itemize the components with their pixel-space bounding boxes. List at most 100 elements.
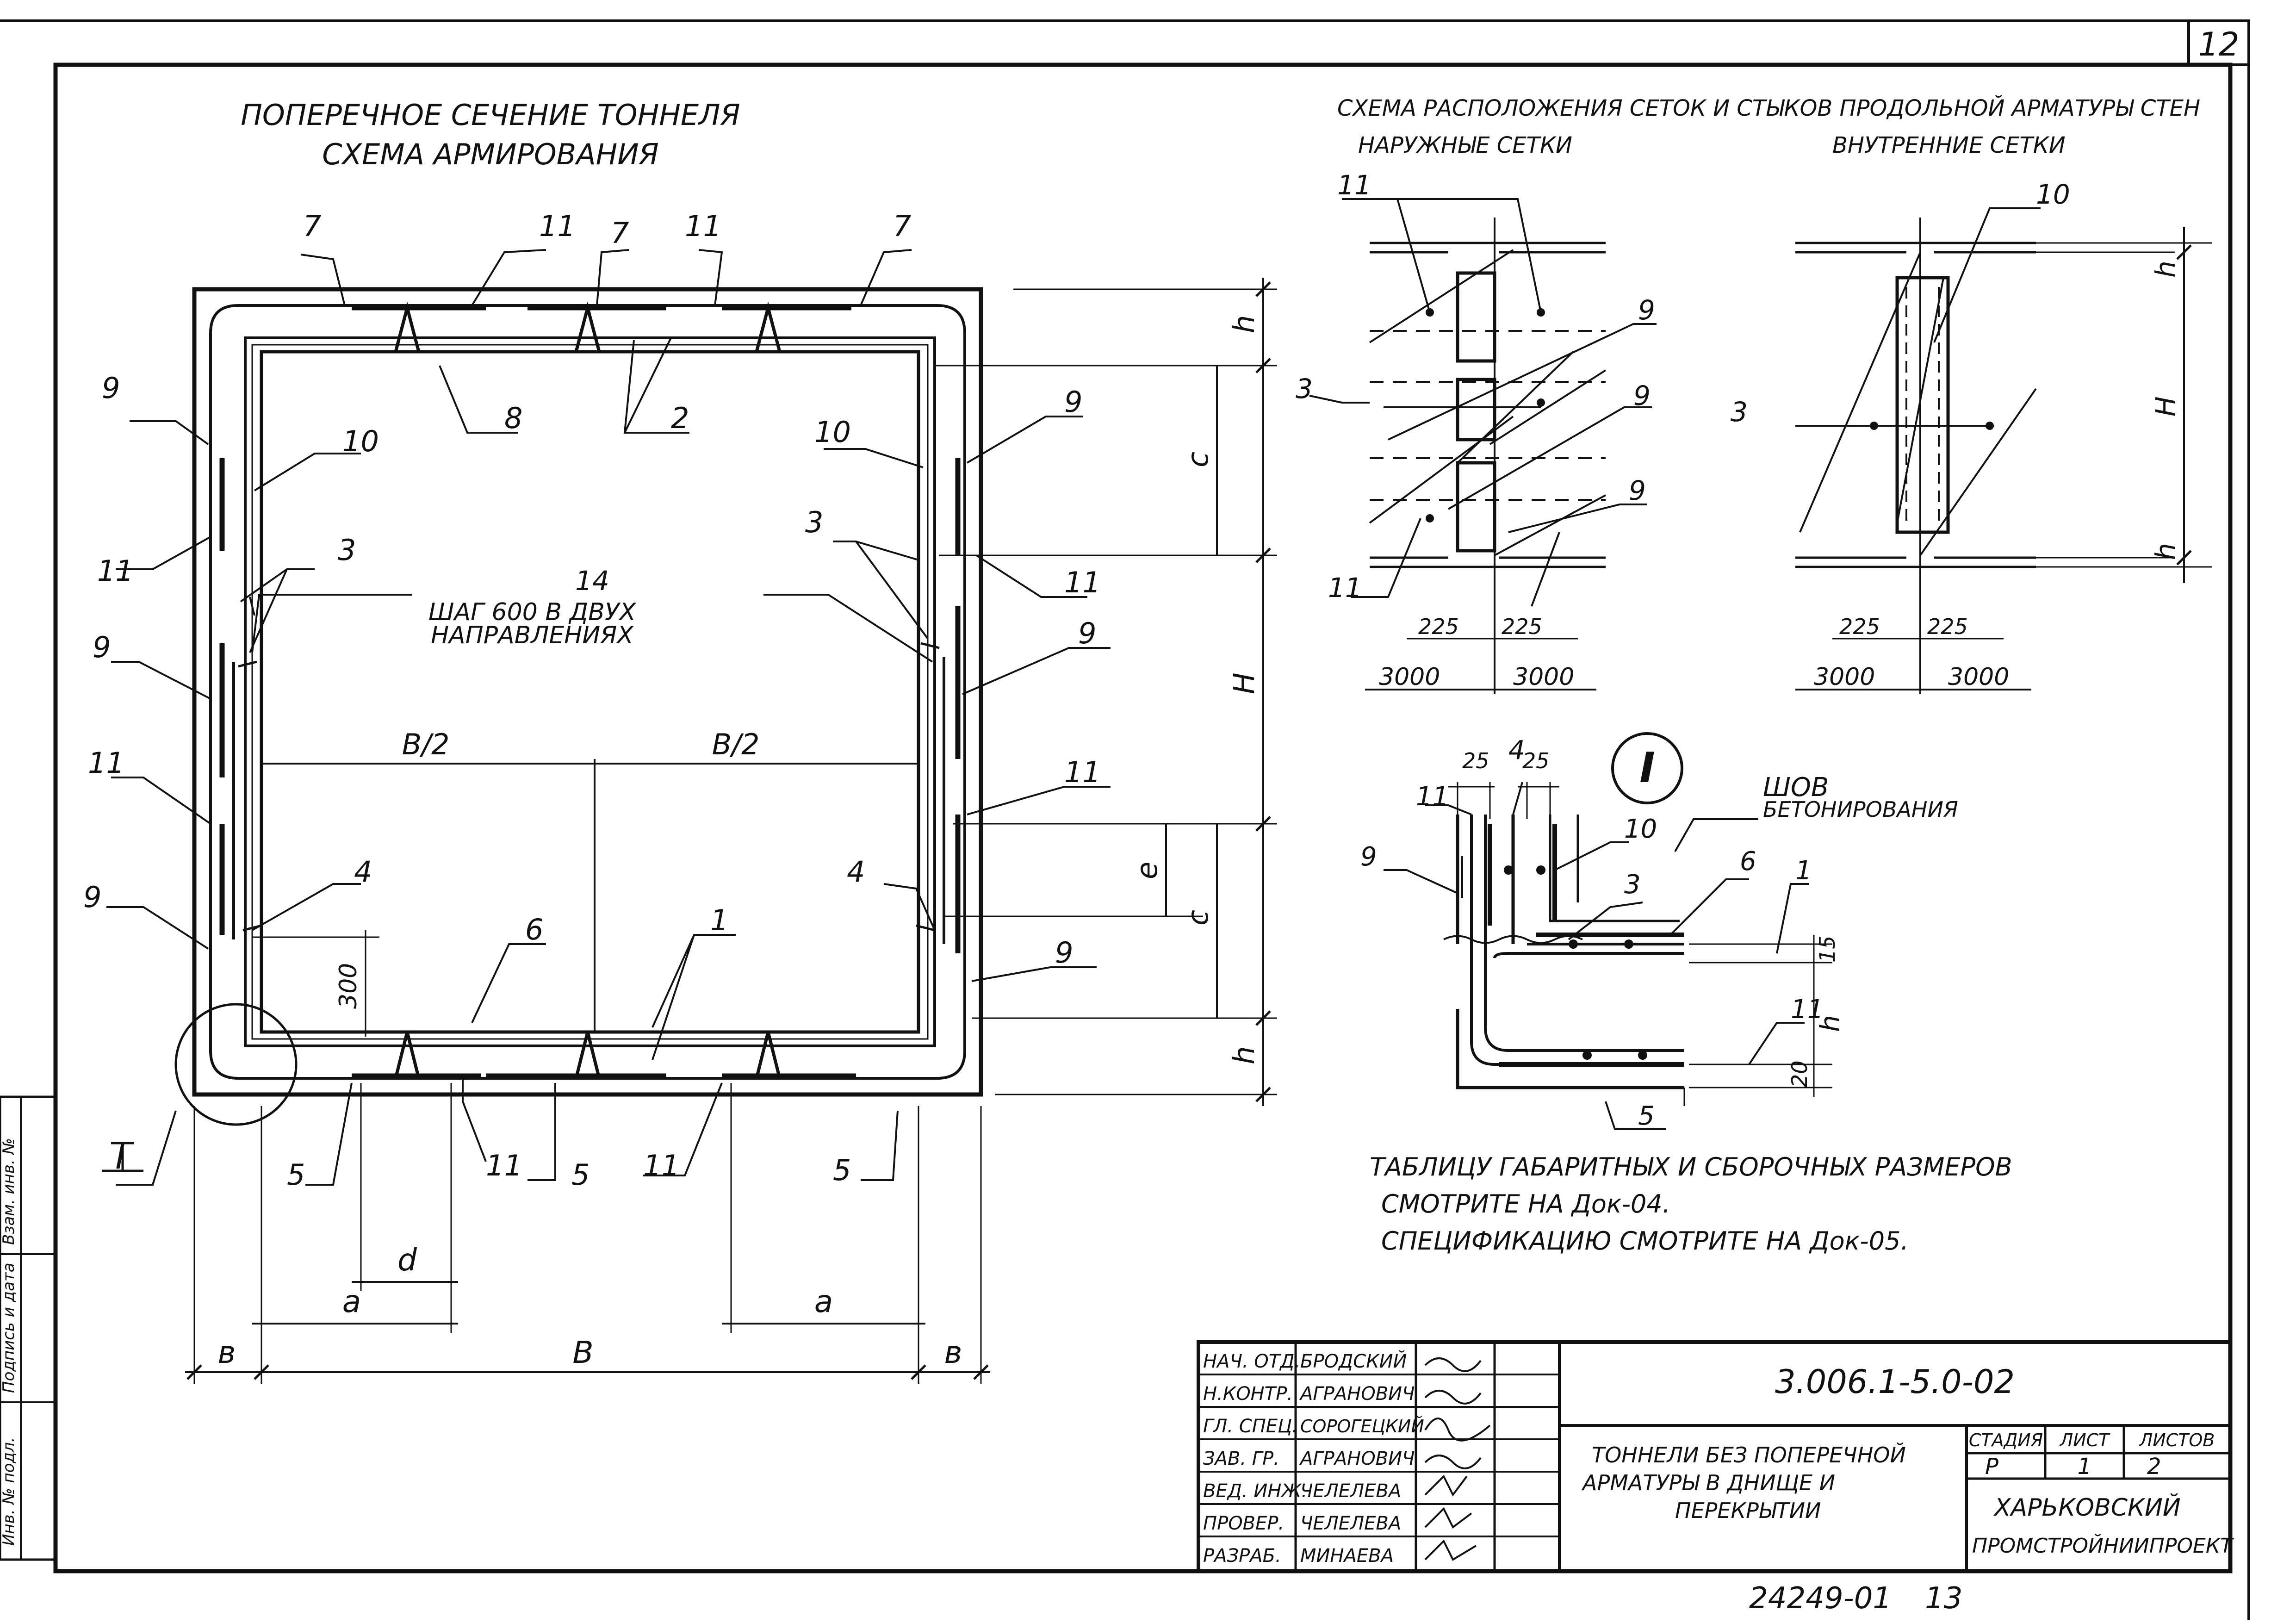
callout-10-a: 10 — [342, 424, 379, 458]
callout-11-c: 11 — [97, 554, 134, 588]
detail-mark-main: I — [115, 1138, 125, 1176]
callout-9-d: 9 — [1078, 616, 1096, 650]
dim-b-right: в — [944, 1335, 962, 1370]
tunnel-cross-section — [174, 287, 983, 1126]
callout-5-a: 5 — [287, 1158, 305, 1192]
callout-11-b: 11 — [685, 209, 721, 243]
half-width-left: B/2 — [402, 728, 450, 761]
inner-dim-h-top: h — [2150, 261, 2181, 278]
tb-role-2: Н.КОНТР. — [1203, 1383, 1293, 1405]
joint-label-2: БЕТОНИРОВАНИЯ — [1763, 797, 1958, 822]
note-line-2: СМОТРИТЕ НА Док-04. — [1381, 1189, 1670, 1219]
detail-callout-1: 1 — [1795, 856, 1812, 886]
callout-9-a: 9 — [102, 371, 120, 405]
detail-callout-9: 9 — [1360, 842, 1377, 872]
title-block — [1197, 1340, 2232, 1573]
tb-role-7: РАЗРАБ. — [1203, 1545, 1281, 1567]
step-note-number: 14 — [575, 565, 609, 597]
section-leader-lines — [106, 249, 1111, 1186]
tb-title-3: ПЕРЕКРЫТИИ — [1675, 1498, 1821, 1523]
tb-org-1: ХАРЬКОВСКИЙ — [1993, 1493, 2181, 1522]
callout-10-b: 10 — [814, 415, 851, 449]
outer-callout-11-b: 11 — [1328, 572, 1362, 603]
section-title-1: ПОПЕРЕЧНОЕ СЕЧЕНИЕ ТОННЕЛЯ — [241, 98, 740, 132]
detail-mark: I — [1639, 744, 1655, 792]
callout-9-b: 9 — [1064, 385, 1082, 419]
callout-3-b: 3 — [805, 505, 823, 539]
callout-11-f: 11 — [1064, 755, 1101, 789]
tb-role-6: ПРОВЕР. — [1203, 1513, 1284, 1534]
half-width-right: B/2 — [712, 728, 760, 761]
dim-d: d — [397, 1242, 417, 1278]
tb-sheets: 2 — [2147, 1454, 2161, 1480]
inner-callout-10: 10 — [2036, 179, 2070, 210]
inner-gap-dim-2: 225 — [1927, 614, 1968, 639]
callout-2: 2 — [671, 401, 689, 435]
detail-I: I 11 4 9 10 3 — [1360, 732, 1846, 1131]
detail-dim-15: 15 — [1815, 935, 1840, 963]
inner-mesh-label: ВНУТРЕННИЕ СЕТКИ — [1832, 132, 2066, 158]
detail-dim-h: h — [1814, 1015, 1846, 1032]
bottom-note-1: 24249-01 — [1749, 1581, 1892, 1616]
dim-H: H — [1227, 672, 1261, 694]
tb-stage-header: СТАДИЯ — [1969, 1430, 2043, 1450]
callout-6: 6 — [525, 913, 543, 946]
section-dimension-lines — [185, 278, 1277, 1384]
dim-a-right: a — [814, 1284, 833, 1319]
outer-mesh-label: НАРУЖНЫЕ СЕТКИ — [1358, 132, 1572, 158]
callout-7-b: 7 — [611, 216, 629, 250]
tb-name-6: ЧЕЛЕЛЕВА — [1300, 1513, 1401, 1534]
inner-gap-dim-1: 225 — [1839, 614, 1880, 639]
margin-label-2: Подпись и дата — [0, 1262, 18, 1393]
tb-name-7: МИНАЕВА — [1300, 1545, 1394, 1567]
tb-name-5: ЧЕЛЕЛЕВА — [1300, 1480, 1401, 1502]
outer-callout-3: 3 — [1296, 373, 1313, 404]
callout-4-a: 4 — [354, 855, 372, 889]
inner-callout-3: 3 — [1731, 396, 1748, 428]
dim-e: e — [1130, 862, 1164, 879]
outer-length-1: 3000 — [1379, 663, 1440, 691]
dim-h-top: h — [1227, 315, 1261, 333]
tb-title-2: АРМАТУРЫ В ДНИЩЕ И — [1581, 1470, 1835, 1495]
callout-8: 8 — [504, 401, 522, 435]
left-margin-stamp — [0, 1095, 57, 1561]
dim-B: B — [572, 1335, 593, 1370]
mesh-scheme-title: СХЕМА РАСПОЛОЖЕНИЯ СЕТОК И СТЫКОВ ПРОДОЛ… — [1337, 95, 2200, 121]
outer-gap-dim-2: 225 — [1502, 614, 1542, 639]
note-line-3: СПЕЦИФИКАЦИЮ СМОТРИТЕ НА Док-05. — [1381, 1226, 1909, 1256]
inner-dim-H: H — [2150, 396, 2181, 417]
outer-gap-dim-1: 225 — [1418, 614, 1459, 639]
inner-length-2: 3000 — [1948, 663, 2009, 691]
sheet-frame — [0, 19, 2250, 1620]
tb-stage: Р — [1985, 1454, 1998, 1480]
detail-callout-11-b: 11 — [1791, 995, 1824, 1025]
tb-sheet: 1 — [2078, 1454, 2092, 1480]
outer-callout-9-c: 9 — [1629, 475, 1646, 506]
tb-sheet-header: ЛИСТ — [2059, 1430, 2111, 1450]
callout-5-c: 5 — [833, 1153, 851, 1187]
callout-11-a: 11 — [539, 209, 576, 243]
inner-mesh-scheme: 10 3 h H h 225 225 3000 3000 — [1731, 179, 2212, 694]
callout-3-a: 3 — [338, 533, 356, 567]
outer-length-2: 3000 — [1513, 663, 1574, 691]
detail-callout-5: 5 — [1638, 1101, 1655, 1131]
outer-callout-9-b: 9 — [1633, 380, 1651, 411]
callout-11-g: 11 — [486, 1149, 522, 1182]
detail-dim-25-a: 25 — [1462, 748, 1489, 773]
margin-label-3: Взам. инв. № — [0, 1138, 18, 1245]
callout-11-d: 11 — [1064, 566, 1101, 599]
tb-sheets-header: ЛИСТОВ — [2139, 1430, 2215, 1450]
detail-dim-25-b: 25 — [1522, 748, 1550, 773]
tb-title-1: ТОННЕЛИ БЕЗ ПОПЕРЕЧНОЙ — [1592, 1443, 1906, 1468]
outer-mesh-scheme: 11 9 3 9 9 11 225 225 3000 3000 — [1296, 169, 1657, 694]
callout-4-b: 4 — [847, 855, 865, 889]
detail-dim-20: 20 — [1787, 1060, 1812, 1088]
dim-c-bottom: c — [1181, 910, 1215, 926]
tb-name-4: АГРАНОВИЧ — [1299, 1448, 1415, 1469]
callout-1: 1 — [710, 903, 728, 937]
callout-7-c: 7 — [893, 209, 911, 243]
tb-role-4: ЗАВ. ГР. — [1203, 1448, 1279, 1469]
detail-callout-4: 4 — [1508, 735, 1525, 765]
section-callouts: 7 11 7 11 7 8 2 9 10 10 9 11 3 3 11 9 9 … — [83, 209, 1101, 1192]
